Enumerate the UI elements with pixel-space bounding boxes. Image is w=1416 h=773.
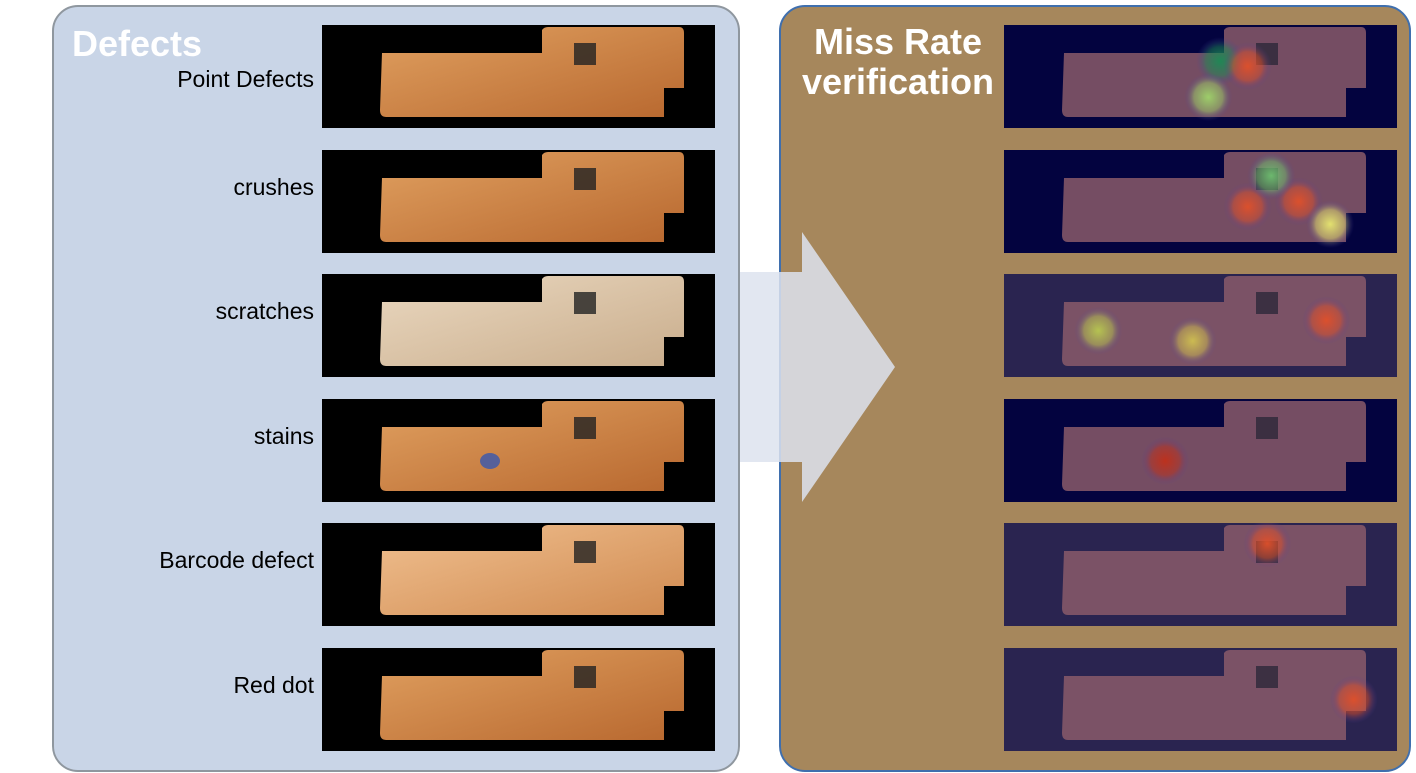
defect-label: Barcode defect [159, 547, 314, 573]
defect-sample-image [322, 523, 715, 626]
defect-label: scratches [215, 298, 314, 324]
defect-label: crushes [233, 174, 314, 200]
defect-label: stains [253, 423, 314, 449]
heatmap-image [1004, 150, 1397, 253]
miss-rate-title-line1: Miss Rate [813, 21, 983, 62]
defect-label: Red dot [233, 672, 314, 698]
miss-rate-title: Miss Rate verification [798, 22, 998, 102]
right-arrow-icon [740, 232, 895, 502]
heatmap-image [1004, 25, 1397, 128]
miss-rate-title-line2: verification [801, 61, 995, 102]
defect-sample-image [322, 150, 715, 253]
defect-sample-image [322, 274, 715, 377]
defect-sample-image [322, 648, 715, 751]
heatmap-image [1004, 274, 1397, 377]
miss-rate-panel [779, 5, 1411, 772]
defect-sample-image [322, 399, 715, 502]
heatmap-image [1004, 648, 1397, 751]
defects-title: Defects [72, 23, 203, 64]
heatmap-image [1004, 399, 1397, 502]
heatmap-image [1004, 523, 1397, 626]
defects-panel [52, 5, 740, 772]
defect-sample-image [322, 25, 715, 128]
defect-label: Point Defects [177, 66, 314, 92]
